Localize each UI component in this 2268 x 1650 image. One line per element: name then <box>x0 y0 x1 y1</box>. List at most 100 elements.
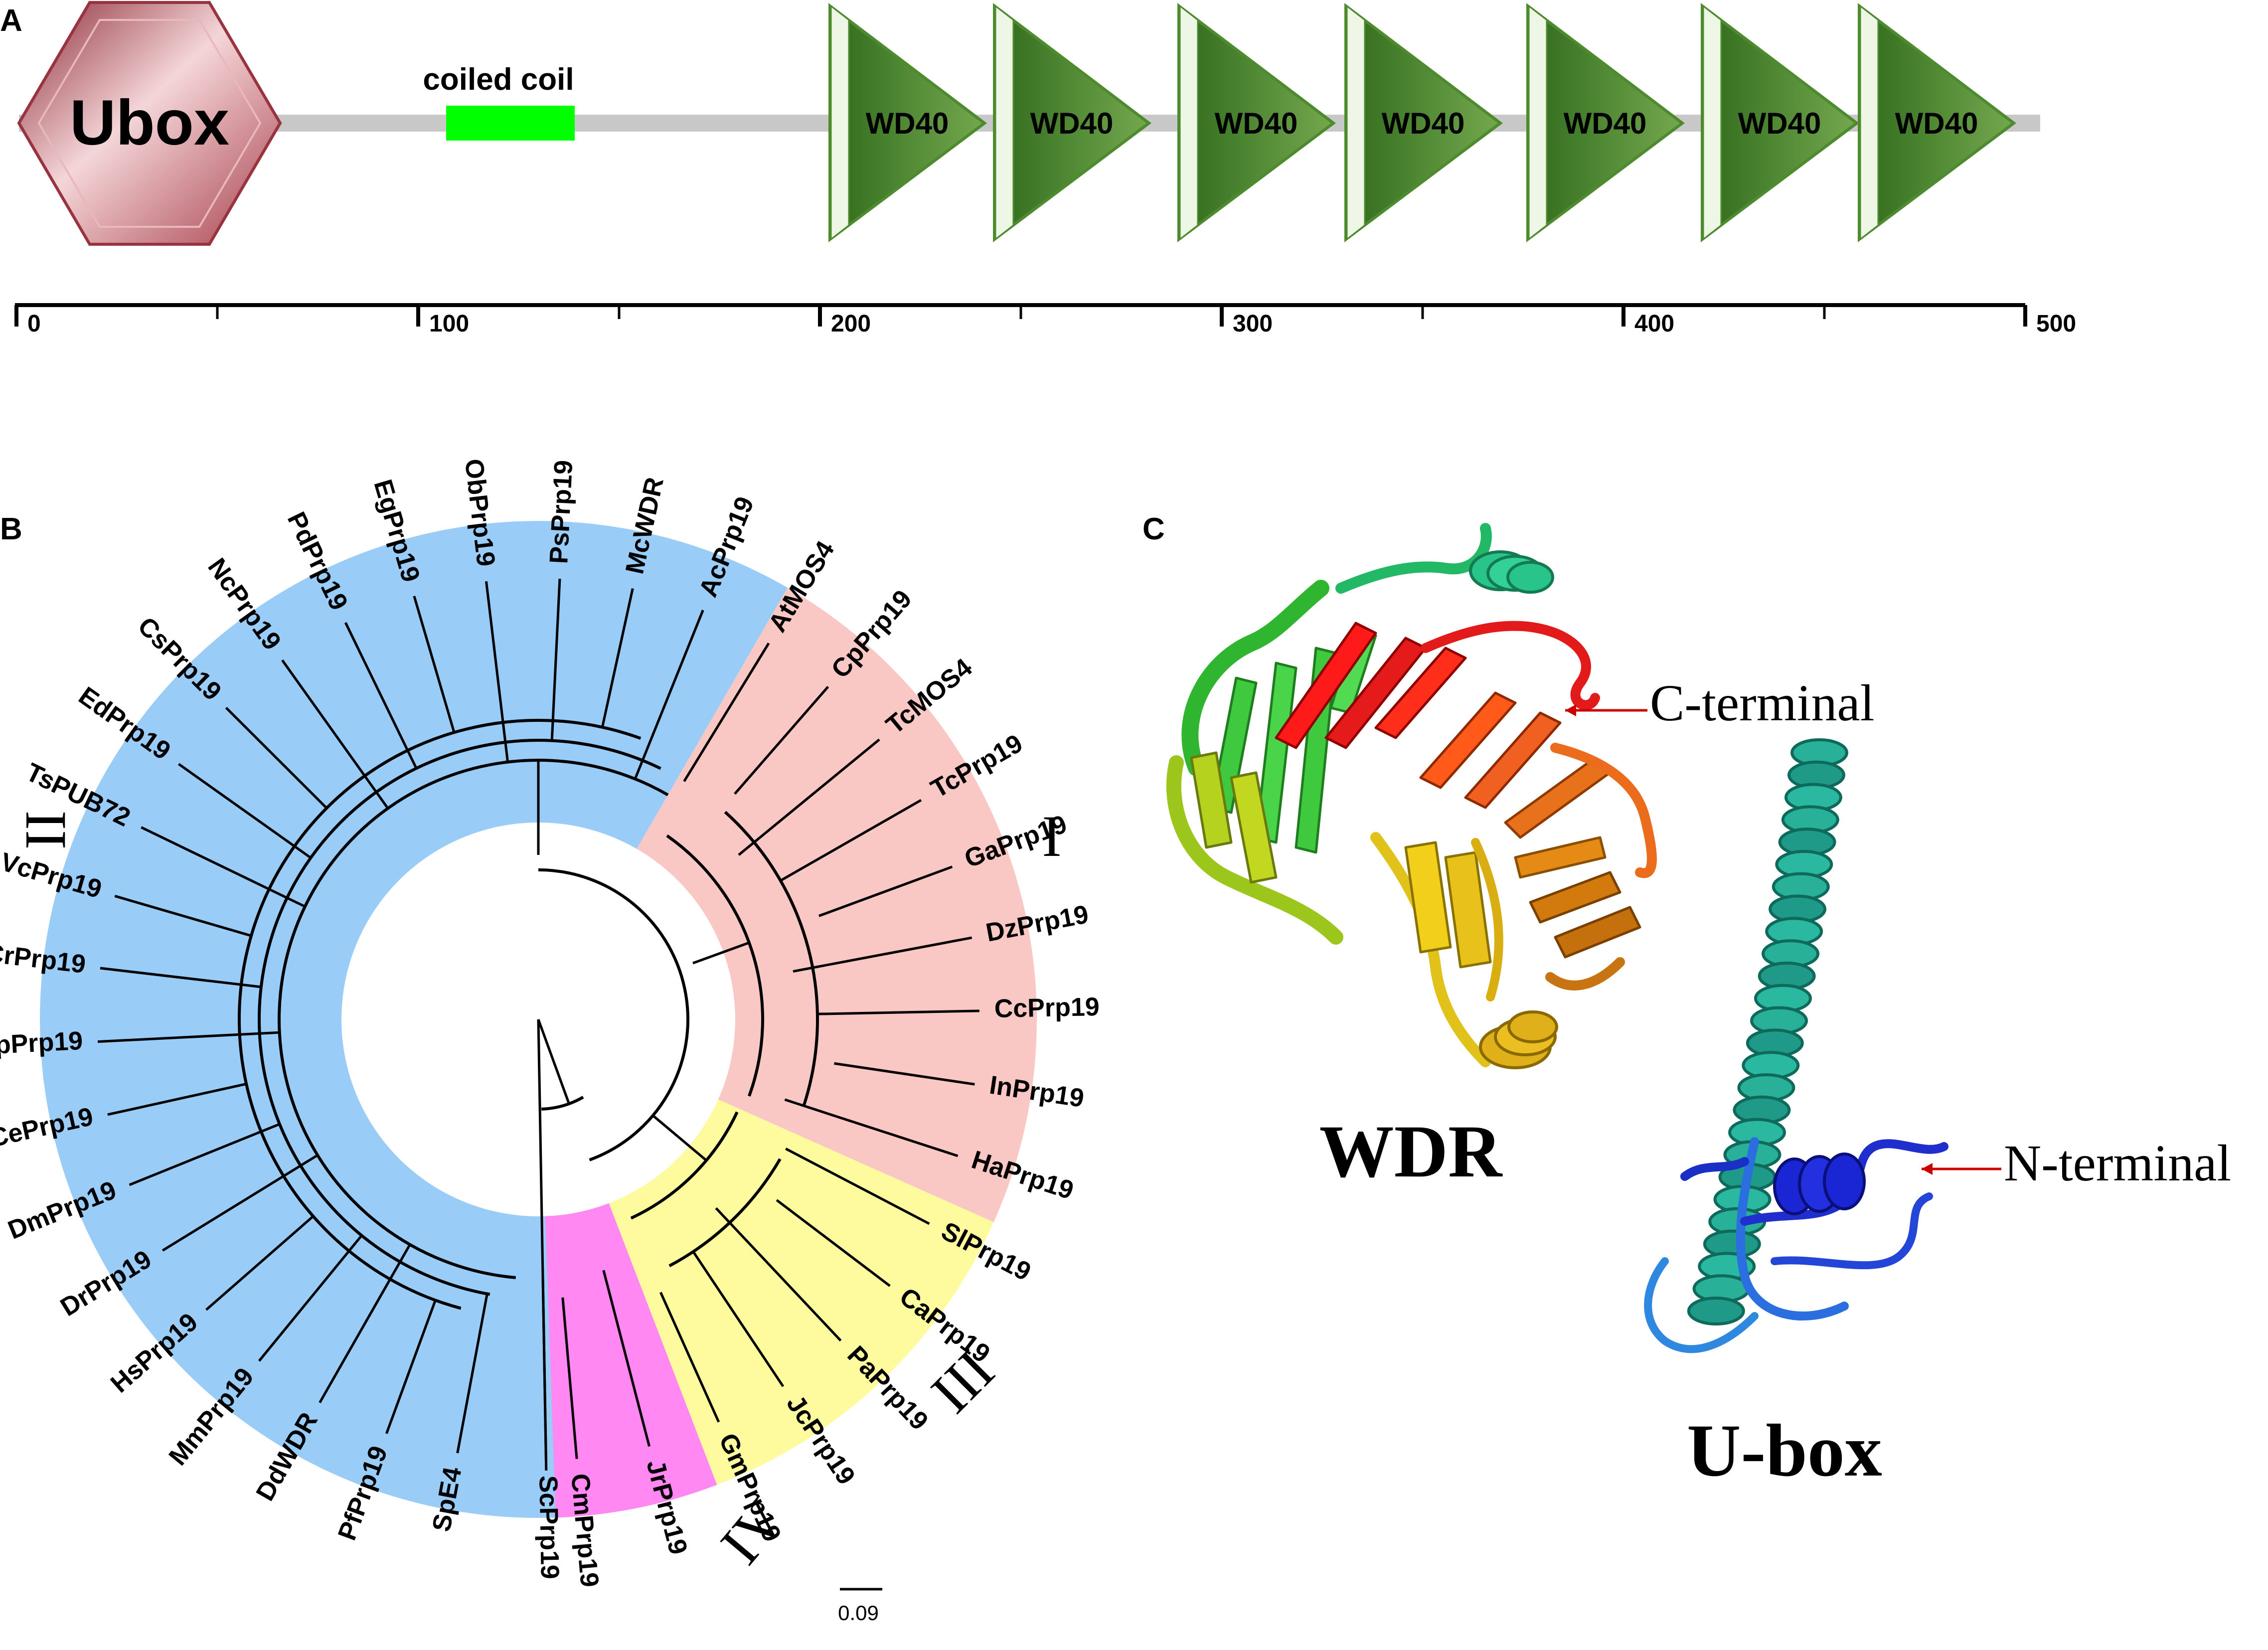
scale-bar-label: 0.09 <box>838 1601 879 1625</box>
ubox-short-helix <box>1773 1153 1866 1215</box>
tree-branch <box>98 1031 280 1043</box>
clade-label-ii: II <box>13 811 79 850</box>
wdr-structure <box>1166 523 1657 1069</box>
panel-c-protein-structure: C <box>1142 512 2231 1492</box>
coiled-coil-label: coiled coil <box>423 62 574 97</box>
tree-branch <box>683 642 770 782</box>
tree-branch <box>561 1297 578 1459</box>
wd40-domains: WD40 WD40 WD40 WD40 WD40 WD40 WD40 <box>828 2 2016 243</box>
wd40-label: WD40 <box>1738 107 1821 140</box>
axis-tick-label: 500 <box>2036 311 2076 337</box>
c-terminal-arrowhead <box>1565 704 1576 716</box>
clade-band-iv <box>545 1203 717 1518</box>
ubox-structure <box>1687 738 1848 1325</box>
axis-tick-label: 0 <box>27 311 41 337</box>
tree-branch <box>785 1148 930 1225</box>
tree-leaf-label: PsPrp19 <box>544 460 578 565</box>
axis-tick-label: 200 <box>831 311 871 337</box>
tree-branch <box>141 826 306 908</box>
ubox-domain-label: Ubox <box>70 87 229 159</box>
tree-branch <box>724 811 819 1106</box>
ubox-domain: Ubox <box>17 1 282 246</box>
clade-label-iv: IV <box>708 1486 798 1576</box>
tree-branch <box>129 1123 280 1186</box>
tree-branch <box>225 707 328 809</box>
axis-tick-label: 300 <box>1233 311 1273 337</box>
tree-branches <box>98 578 979 1471</box>
tree-branch <box>281 659 389 810</box>
tree-branch <box>692 941 750 965</box>
tree-branch <box>413 596 456 733</box>
tree-leaf-label: CcPrp19 <box>994 992 1100 1023</box>
tree-branch <box>257 738 661 1296</box>
panel-b-phylogenetic-tree: B ScPrp19SpE4PfPrp19DdWDRMmPrp19HsPrp19D… <box>0 457 1100 1625</box>
tree-leaf-label: ScPrp19 <box>533 1475 564 1579</box>
tree-branch <box>258 1234 363 1362</box>
axis-tick-label: 100 <box>429 311 469 337</box>
tree-branch <box>344 622 418 769</box>
wd40-label: WD40 <box>1215 107 1298 140</box>
tree-branch <box>834 1062 975 1086</box>
wd40-label: WD40 <box>1564 107 1647 140</box>
tree-branch <box>162 1154 319 1252</box>
ubox-structure-label: U-box <box>1687 1409 1882 1492</box>
wd40-domain-7: WD40 <box>1858 2 2016 243</box>
tree-branch <box>537 1019 548 1471</box>
tree-branch <box>537 1019 570 1104</box>
tree-branch <box>319 1244 411 1403</box>
clade-label-i: I <box>1042 804 1061 869</box>
wd40-domain-4: WD40 <box>1344 2 1503 243</box>
tree-branch <box>630 1111 739 1220</box>
scale-bar: 0.09 <box>838 1588 882 1625</box>
wd40-domain-3: WD40 <box>1177 2 1336 243</box>
tree-branch <box>817 1009 979 1015</box>
wd40-label: WD40 <box>1895 107 1978 140</box>
helix-turn <box>1687 1297 1745 1325</box>
tree-branch <box>541 1096 584 1111</box>
tree-branch <box>776 1199 891 1287</box>
clade-band-i <box>637 587 1037 1222</box>
n-terminal-label: N-terminal <box>2004 1135 2231 1192</box>
clade-bands <box>40 521 1037 1518</box>
tree-branch <box>666 834 764 1097</box>
tree-branch <box>238 719 642 1310</box>
tree-branch <box>634 610 704 780</box>
tree-branch <box>734 685 829 795</box>
tree-leaf-label: GpPrp19 <box>0 1026 83 1061</box>
coiled-coil-domain: coiled coil <box>423 62 575 141</box>
clade-band-iii <box>609 1099 994 1485</box>
tree-branch <box>177 763 312 859</box>
n-terminal-arrowhead <box>1922 1163 1933 1175</box>
tree-branch <box>818 865 953 917</box>
panel-a-label: A <box>0 3 22 38</box>
tree-branch <box>205 1215 314 1311</box>
tree-branch <box>793 936 972 973</box>
wd40-domain-2: WD40 <box>993 2 1151 243</box>
tree-branch <box>602 1270 651 1447</box>
c-terminal-label: C-terminal <box>1650 674 1875 732</box>
clade-label-iii: III <box>919 1337 1006 1425</box>
wdr-label: WDR <box>1319 1110 1503 1193</box>
tree-branch <box>784 1098 959 1157</box>
wd40-label: WD40 <box>1382 107 1465 140</box>
tree-branch <box>100 967 262 989</box>
tree-branch <box>780 799 922 882</box>
tree-branch <box>668 1158 782 1268</box>
tree-branch <box>692 1251 785 1387</box>
tree-branch <box>738 738 880 856</box>
tree-branch <box>485 581 509 762</box>
wd40-label: WD40 <box>866 107 949 140</box>
wd40-domain-1: WD40 <box>828 2 987 243</box>
tree-branch <box>107 1083 247 1116</box>
tree-branch <box>114 895 252 937</box>
tree-branch <box>659 1292 720 1423</box>
tree-branch <box>550 578 561 741</box>
panel-b-label: B <box>0 512 22 546</box>
clade-band-ii <box>40 521 788 1518</box>
tree-branch <box>652 1114 707 1161</box>
tree-branch <box>456 1294 488 1454</box>
tree-branch <box>278 759 669 1280</box>
